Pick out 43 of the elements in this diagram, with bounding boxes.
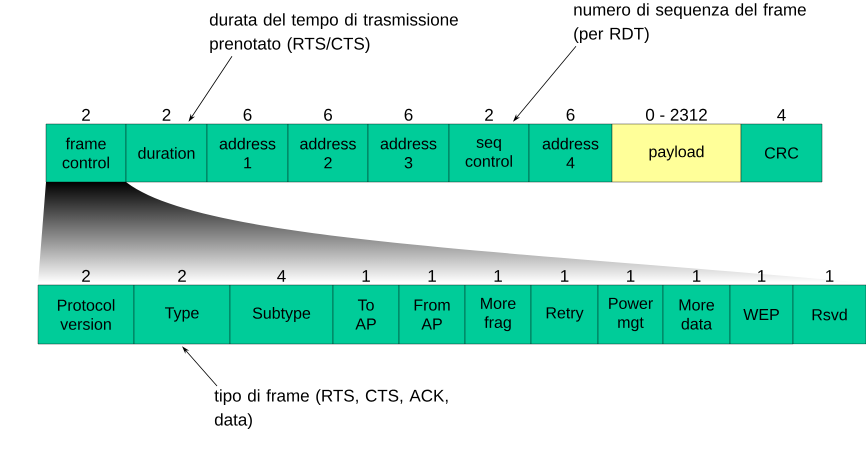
byte-count: 6 <box>244 108 252 121</box>
byte-count: 6 <box>324 108 332 121</box>
byte-count: 4 <box>277 270 286 282</box>
field-box: address 2 <box>288 124 368 182</box>
field-box: frame control <box>46 124 126 182</box>
annotation-text: numero di sequenza del frame (per RDT) <box>574 3 806 44</box>
field-box: Rsvd <box>792 284 866 344</box>
byte-count: 2 <box>82 270 90 282</box>
field-box: More frag <box>464 284 532 344</box>
byte-count: 0 - 2312 <box>646 108 707 121</box>
byte-count: 2 <box>178 270 186 282</box>
byte-count: 1 <box>561 270 568 282</box>
byte-count: 4 <box>777 109 786 121</box>
field-box: address 4 <box>528 124 612 182</box>
field-box: payload <box>612 124 742 182</box>
field-box: Power mgt <box>598 284 664 344</box>
field-box: duration <box>126 124 208 182</box>
field-box: CRC <box>740 124 822 182</box>
field-box: address 1 <box>206 124 288 182</box>
field-box: More data <box>662 284 730 344</box>
byte-count: 6 <box>404 108 412 121</box>
byte-count: 1 <box>826 270 834 282</box>
byte-count: 2 <box>82 108 90 121</box>
byte-count: 1 <box>627 270 634 282</box>
annotation-text: durata del tempo di trasmissione prenotato (RTS/CTS) <box>210 13 458 54</box>
byte-count: 1 <box>494 270 502 282</box>
byte-count: 1 <box>428 270 436 282</box>
field-box: Retry <box>530 284 598 344</box>
byte-count: 1 <box>362 270 370 282</box>
field-box: Type <box>134 284 230 344</box>
field-box: From AP <box>398 284 466 344</box>
byte-count: 1 <box>693 270 700 282</box>
field-box: seq control <box>448 124 530 182</box>
field-box: Protocol version <box>38 284 134 344</box>
byte-count: 1 <box>758 270 766 282</box>
byte-count: 2 <box>485 108 493 121</box>
byte-count: 2 <box>162 108 170 121</box>
annotation-text: tipo di frame (RTS, CTS, ACK, data) <box>214 389 448 430</box>
field-box: WEP <box>730 284 794 344</box>
field-box: address 3 <box>368 124 450 182</box>
field-box: To AP <box>332 284 400 344</box>
field-box: Subtype <box>230 284 334 344</box>
byte-count: 6 <box>566 108 574 121</box>
